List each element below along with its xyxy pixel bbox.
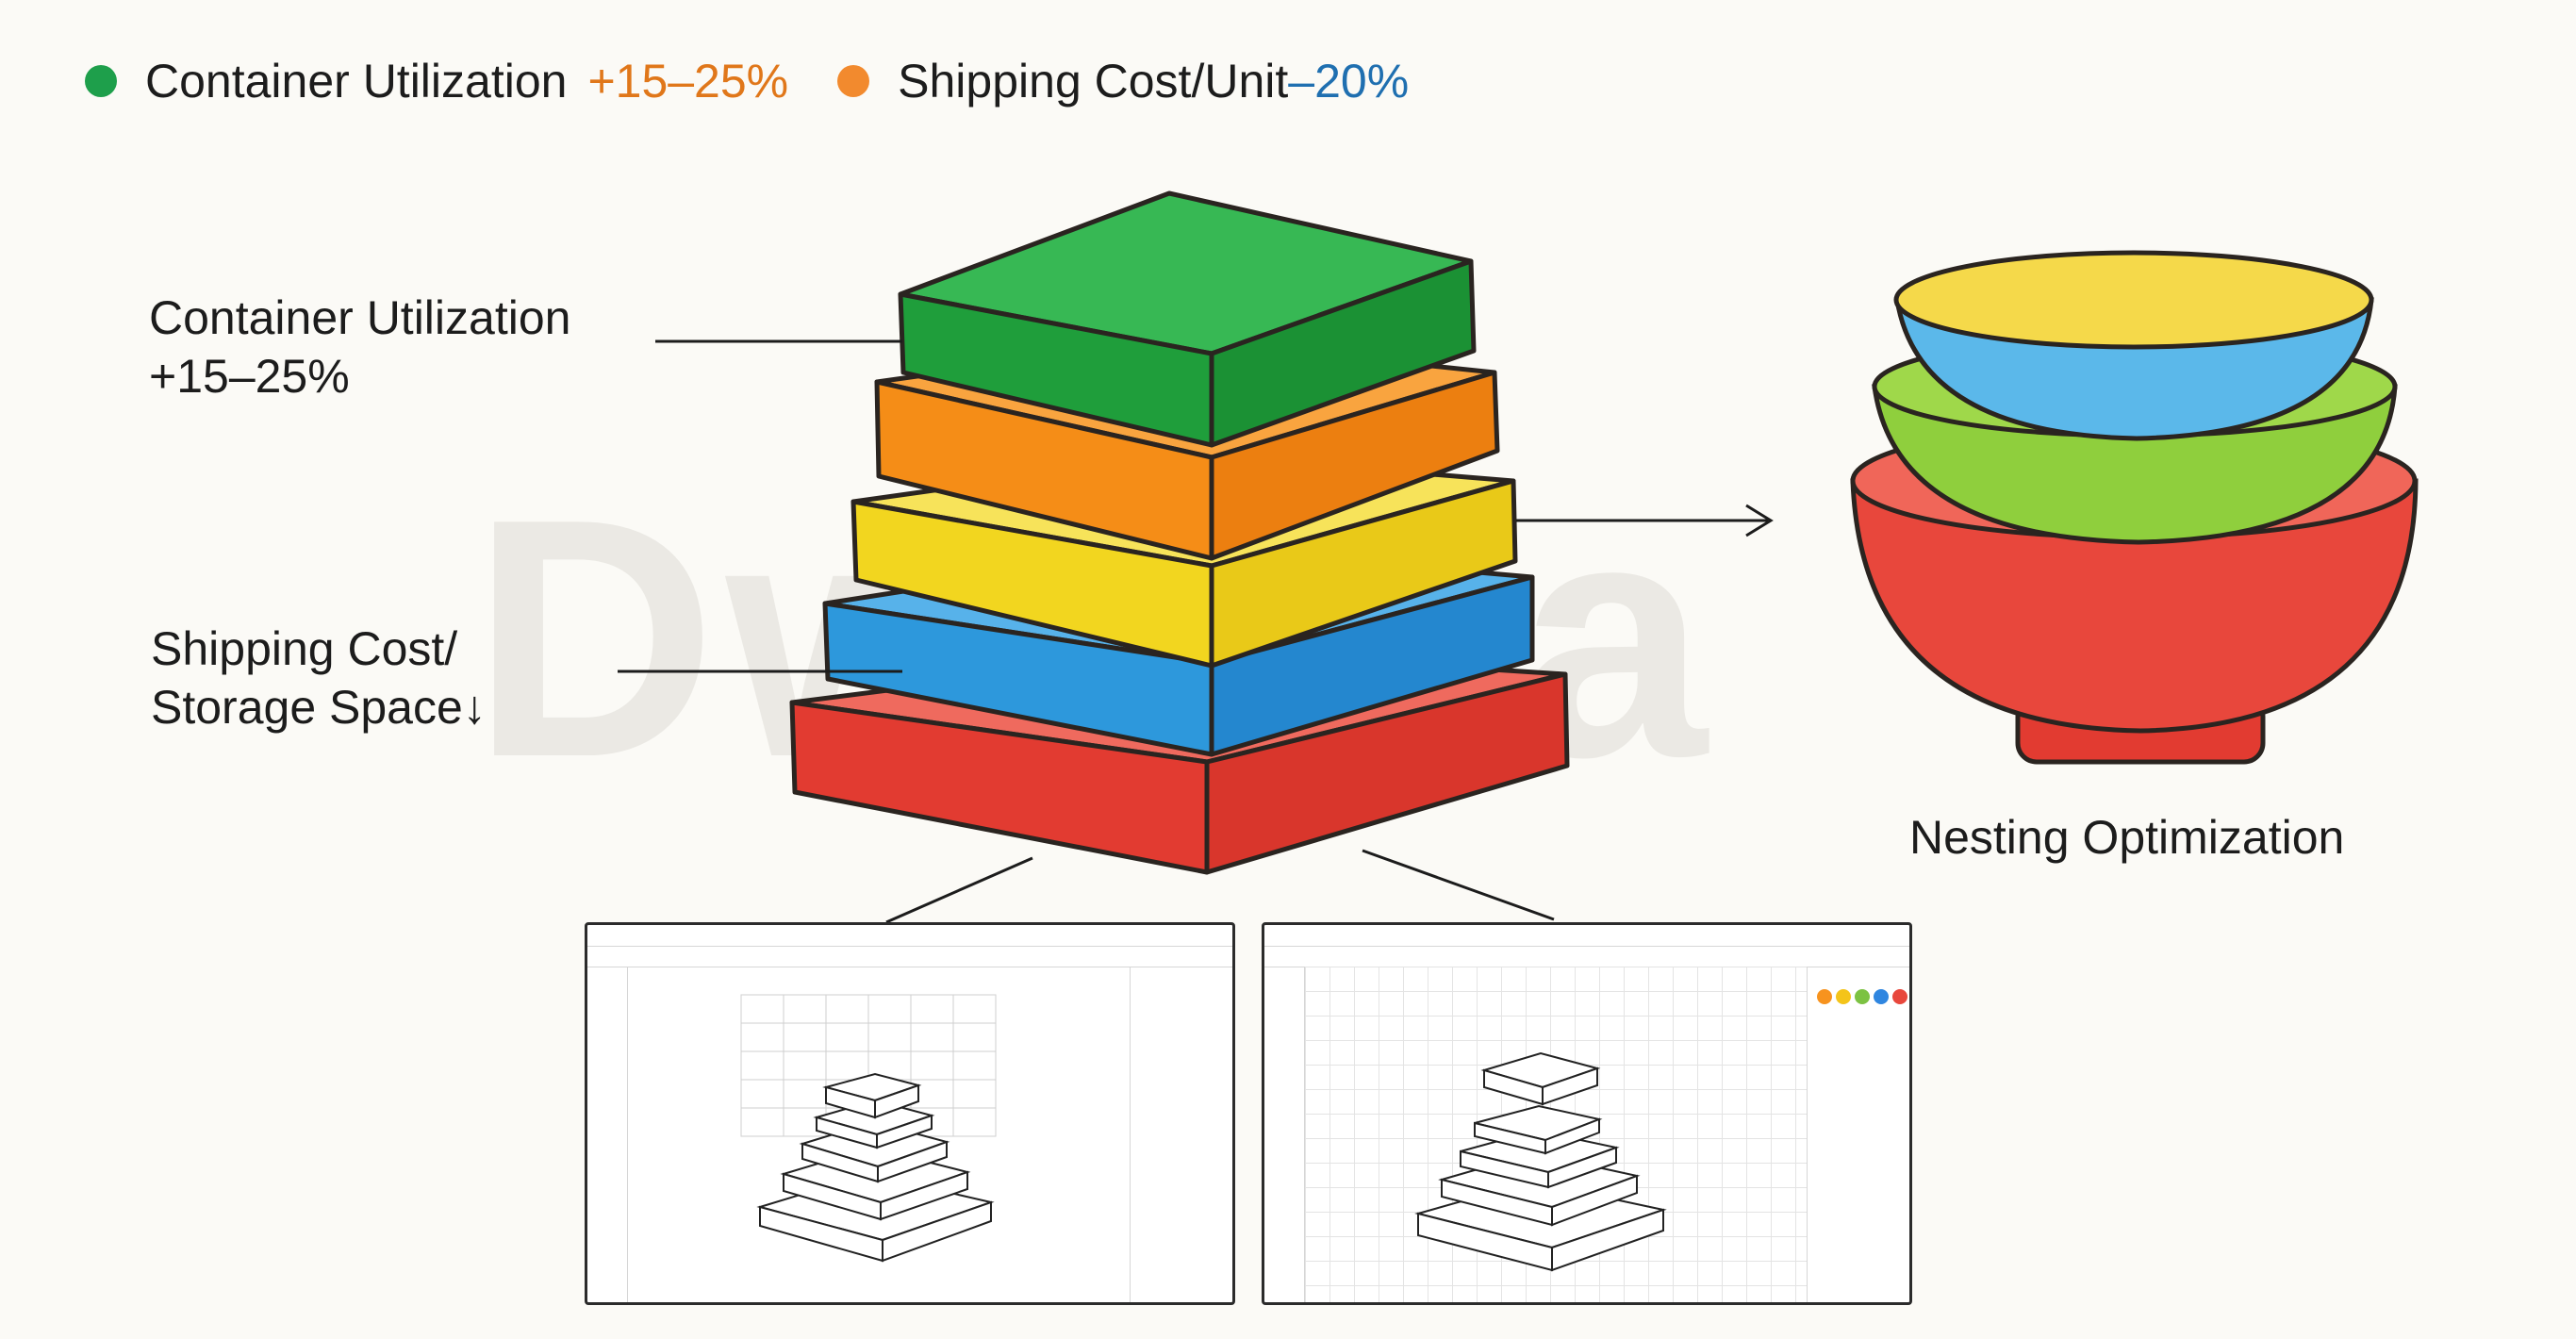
swatch-blue[interactable] <box>1874 989 1889 1004</box>
properties-panel[interactable] <box>1807 967 1909 1302</box>
swatch-orange[interactable] <box>1817 989 1832 1004</box>
swatch-green[interactable] <box>1855 989 1870 1004</box>
legend-label: Shipping Cost/Unit <box>898 55 1289 107</box>
cad-window-right <box>1262 922 1912 1305</box>
bowl-blue <box>1893 250 2374 441</box>
stepped-stack-wireframe <box>1414 1051 1667 1272</box>
stepped-stack-wireframe <box>740 994 997 1263</box>
utilization-callout: Container Utilization +15–25% <box>149 289 570 405</box>
menu-bar[interactable] <box>587 925 1232 947</box>
nesting-label: Nesting Optimization <box>1909 811 2345 864</box>
shipping-callout-line2: Storage Space↓ <box>151 681 487 734</box>
legend-item-utilization: Container Utilization +15–25% <box>85 54 788 108</box>
swatch-red[interactable] <box>1892 989 1907 1004</box>
toolbar[interactable] <box>587 946 1232 967</box>
menu-bar[interactable] <box>1264 925 1909 947</box>
properties-panel[interactable] <box>1130 967 1232 1302</box>
shipping-callout: Shipping Cost/ Storage Space↓ <box>151 620 487 736</box>
arrow-head-icon <box>1745 504 1774 537</box>
drawing-canvas[interactable] <box>1305 967 1807 1302</box>
nested-bowls <box>1850 250 2419 765</box>
screen-connector-right <box>1362 849 1555 921</box>
swatch-yellow[interactable] <box>1836 989 1851 1004</box>
legend-dot-orange <box>837 65 870 97</box>
legend-item-shipping: Shipping Cost/Unit –20% <box>837 54 1409 108</box>
tool-sidebar[interactable] <box>1264 967 1305 1302</box>
cad-window-left <box>585 922 1235 1305</box>
toolbar[interactable] <box>1264 946 1909 967</box>
utilization-callout-line1: Container Utilization <box>149 291 571 344</box>
connector-lines <box>618 339 1774 924</box>
drawing-canvas[interactable] <box>628 967 1130 1302</box>
shipping-callout-line1: Shipping Cost/ <box>151 622 458 675</box>
color-swatches[interactable] <box>1817 989 1907 1004</box>
legend-dot-green <box>85 65 117 97</box>
legend: Container Utilization +15–25% Shipping C… <box>85 53 1458 109</box>
screen-connector-left <box>885 856 1033 924</box>
legend-value: +15–25% <box>587 55 789 107</box>
stack-layer-green <box>898 190 1477 448</box>
legend-label: Container Utilization <box>145 55 568 107</box>
tool-sidebar[interactable] <box>587 967 628 1302</box>
legend-value: –20% <box>1288 55 1410 107</box>
utilization-callout-line2: +15–25% <box>149 350 350 403</box>
